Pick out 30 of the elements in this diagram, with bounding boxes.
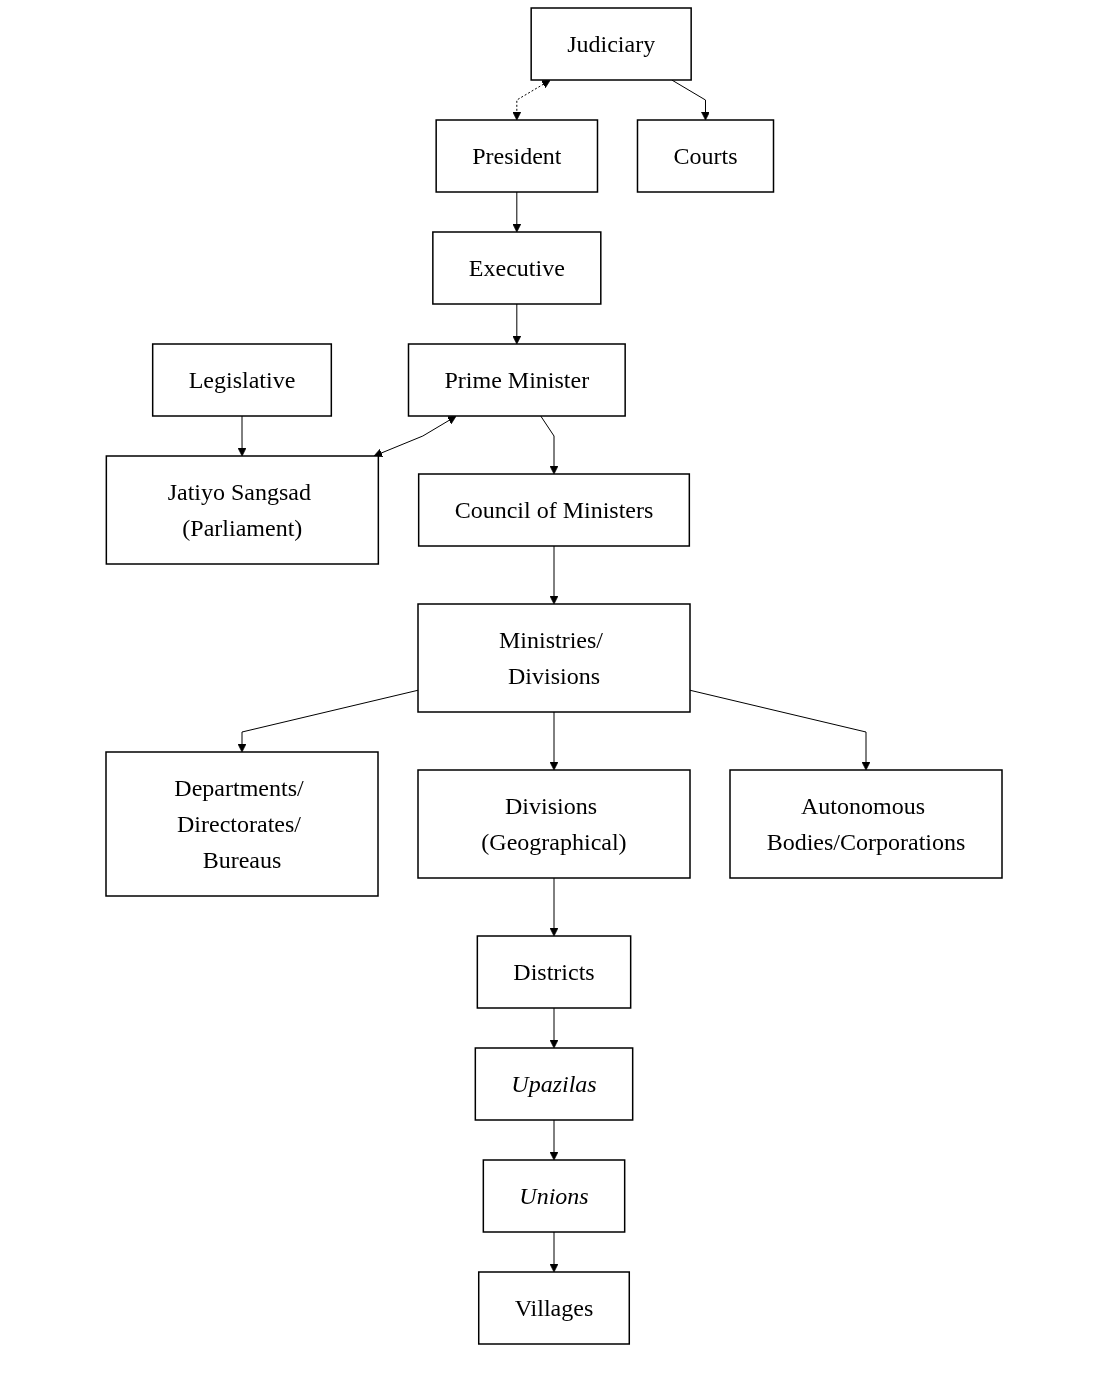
arrow xyxy=(549,1231,559,1273)
arrow xyxy=(540,415,559,475)
node-box: Ministries/ Divisions xyxy=(417,603,691,713)
arrow xyxy=(549,545,559,605)
node-box: Villages xyxy=(478,1271,630,1345)
arrow xyxy=(549,711,559,771)
arrow xyxy=(237,689,419,753)
arrow xyxy=(512,79,551,121)
node-box: Judiciary xyxy=(530,7,692,81)
node-box: Districts xyxy=(476,935,632,1009)
node-box: Council of Ministers xyxy=(417,473,691,547)
arrow xyxy=(549,1007,559,1049)
node-box: Prime Minister xyxy=(407,343,626,417)
arrow xyxy=(237,415,247,457)
arrow xyxy=(373,415,457,458)
arrow xyxy=(512,303,522,345)
node-box: President xyxy=(435,119,599,193)
node-box: Unions xyxy=(482,1159,626,1233)
arrow xyxy=(549,1119,559,1161)
node-box: Autonomous Bodies/Corporations xyxy=(729,769,1003,879)
node-box: Upazilas xyxy=(474,1047,634,1121)
node-box: Departments/ Directorates/ Bureaus xyxy=(105,751,379,897)
node-box: Courts xyxy=(636,119,775,193)
node-box: Divisions (Geographical) xyxy=(417,769,691,879)
node-box: Executive xyxy=(432,231,602,305)
arrow xyxy=(671,79,710,121)
node-box: Legislative xyxy=(151,343,333,417)
arrow xyxy=(549,877,559,937)
node-box: Jatiyo Sangsad (Parliament) xyxy=(105,455,380,565)
arrow xyxy=(512,191,522,233)
